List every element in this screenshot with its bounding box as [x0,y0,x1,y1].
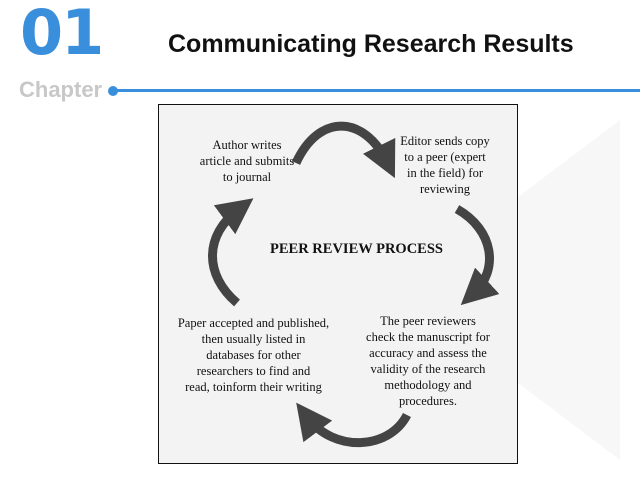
arrow-author-to-editor [291,121,396,179]
arrow-editor-to-reviewers [454,205,500,306]
page-title: Communicating Research Results [168,30,574,58]
step-author-submits: Author writes article and submits to jou… [199,138,295,184]
title-rule-dot [108,86,118,96]
arrow-published-to-author [208,198,254,307]
step-editor-sends: Editor sends copy to a peer (expert in t… [400,134,490,196]
step-published: Paper accepted and published, then usual… [177,316,330,394]
step-peer-review: The peer reviewers check the manuscript … [366,314,490,408]
title-rule [116,89,640,92]
chapter-label: Chapter [19,77,103,102]
arrow-reviewers-to-published [296,402,411,448]
diagram-center-label: PEER REVIEW PROCESS [270,241,443,257]
peer-review-diagram: Author writes article and submits to jou… [158,104,518,464]
chapter-number: 01 [20,0,104,69]
